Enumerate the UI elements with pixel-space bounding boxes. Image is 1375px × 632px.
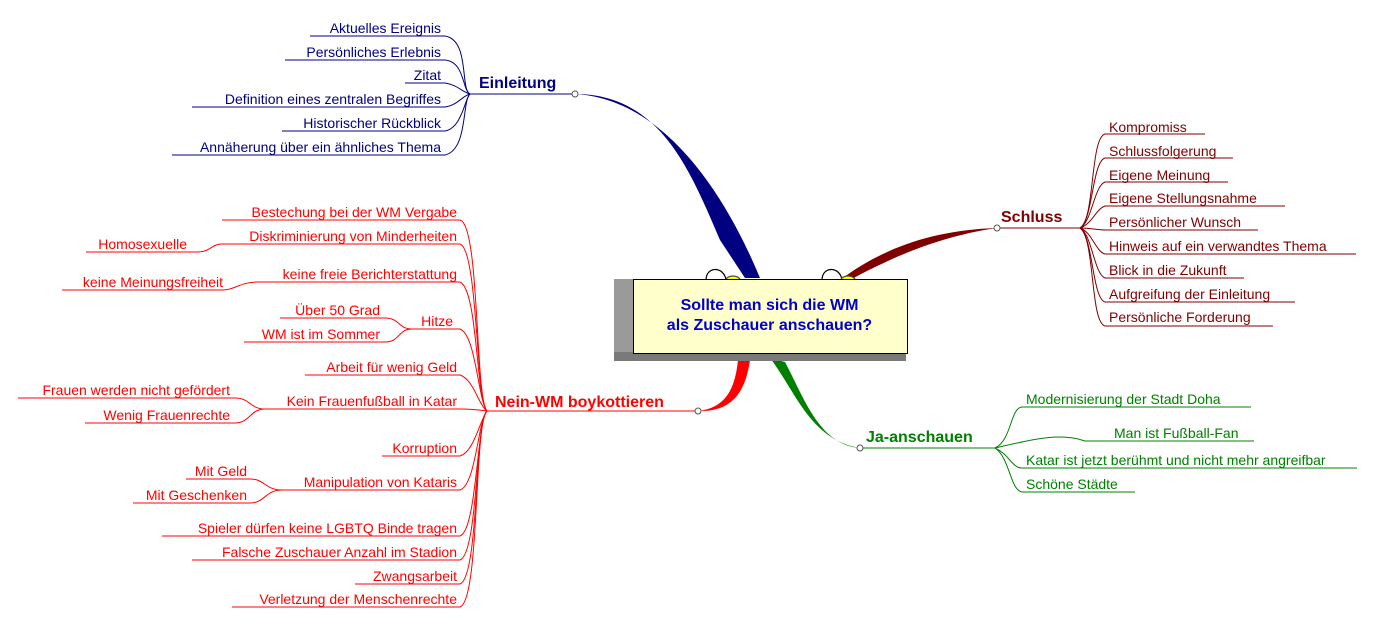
- schluss-item[interactable]: Eigene Stellungsnahme: [1109, 190, 1257, 206]
- main-branch-ja: [770, 358, 860, 448]
- nein-item[interactable]: keine freie Berichterstattung: [282, 266, 457, 282]
- schluss-item[interactable]: Persönliche Forderung: [1109, 309, 1251, 325]
- schluss-item[interactable]: Aufgreifung der Einleitung: [1109, 286, 1271, 302]
- branch-schluss[interactable]: Schluss: [1001, 209, 1063, 226]
- main-branch-einleitung: [575, 94, 760, 278]
- nein-subitem[interactable]: keine Meinungsfreiheit: [82, 274, 223, 290]
- schluss-connectors: [997, 133, 1356, 327]
- nein-subitem[interactable]: Über 50 Grad: [295, 302, 380, 318]
- branch-ja[interactable]: Ja-anschauen: [866, 429, 973, 446]
- nein-item[interactable]: Spieler dürfen keine LGBTQ Binde tragen: [197, 520, 457, 536]
- nein-subitem[interactable]: Frauen werden nicht gefördert: [42, 382, 230, 398]
- joint-markers: [571, 90, 1001, 452]
- nein-item[interactable]: Kein Frauenfußball in Katar: [286, 393, 457, 409]
- central-topic-shadow-bottom: [614, 352, 906, 361]
- schluss-item[interactable]: Schlussfolgerung: [1109, 143, 1217, 159]
- nein-item[interactable]: Manipulation von Kataris: [303, 474, 457, 490]
- einleitung-item[interactable]: Annäherung über ein ähnliches Thema: [199, 139, 441, 155]
- schluss-item[interactable]: Persönlicher Wunsch: [1109, 214, 1242, 230]
- ja-item[interactable]: Modernisierung der Stadt Doha: [1026, 391, 1221, 407]
- nein-subitem[interactable]: Mit Geschenken: [145, 487, 247, 503]
- main-branch-schluss: [840, 228, 997, 281]
- ja-item[interactable]: Man ist Fußball-Fan: [1114, 425, 1239, 441]
- nein-subitem[interactable]: WM ist im Sommer: [261, 326, 380, 342]
- nein-item[interactable]: Arbeit für wenig Geld: [326, 359, 457, 375]
- nein-item[interactable]: Korruption: [392, 440, 457, 456]
- schluss-item[interactable]: Eigene Meinung: [1109, 167, 1211, 183]
- ja-item[interactable]: Schöne Städte: [1026, 476, 1118, 492]
- branch-nein[interactable]: Nein-WM boykottieren: [495, 394, 664, 411]
- ja-item[interactable]: Katar ist jetzt berühmt und nicht mehr a…: [1026, 452, 1326, 468]
- nein-item[interactable]: Diskriminierung von Minderheiten: [249, 228, 457, 244]
- nein-subitem[interactable]: Mit Geld: [194, 463, 247, 479]
- ja-connectors: [860, 406, 1357, 493]
- branch-einleitung[interactable]: Einleitung: [479, 75, 557, 92]
- nein-subitem[interactable]: Homosexuelle: [98, 236, 187, 252]
- einleitung-item[interactable]: Zitat: [413, 67, 441, 83]
- main-branch-nein: [698, 360, 750, 412]
- einleitung-item[interactable]: Aktuelles Ereignis: [329, 20, 441, 36]
- schluss-item[interactable]: Blick in die Zukunft: [1109, 262, 1227, 278]
- central-topic-text: Sollte man sich die WM als Zuschauer ans…: [633, 296, 906, 336]
- nein-subitem[interactable]: Wenig Frauenrechte: [103, 407, 230, 423]
- einleitung-item[interactable]: Historischer Rückblick: [303, 115, 441, 131]
- nein-item[interactable]: Verletzung der Menschenrechte: [259, 591, 457, 607]
- central-topic-line2: als Zuschauer anschauen?: [666, 317, 873, 334]
- einleitung-item[interactable]: Persönliches Erlebnis: [306, 44, 441, 60]
- schluss-item[interactable]: Hinweis auf ein verwandtes Thema: [1109, 238, 1327, 254]
- nein-item[interactable]: Zwangsarbeit: [372, 568, 457, 584]
- nein-item[interactable]: Hitze: [421, 313, 453, 329]
- nein-connectors: [18, 219, 698, 608]
- central-topic-box[interactable]: [633, 279, 908, 354]
- schluss-item[interactable]: Kompromiss: [1109, 119, 1187, 135]
- central-topic-shadow-side: [614, 279, 633, 361]
- nein-item[interactable]: Falsche Zuschauer Anzahl im Stadion: [221, 544, 457, 560]
- einleitung-item[interactable]: Definition eines zentralen Begriffes: [224, 91, 441, 107]
- nein-item[interactable]: Bestechung bei der WM Vergabe: [251, 204, 457, 220]
- central-topic-line1: Sollte man sich die WM: [680, 297, 859, 314]
- einleitung-connectors: [172, 35, 575, 156]
